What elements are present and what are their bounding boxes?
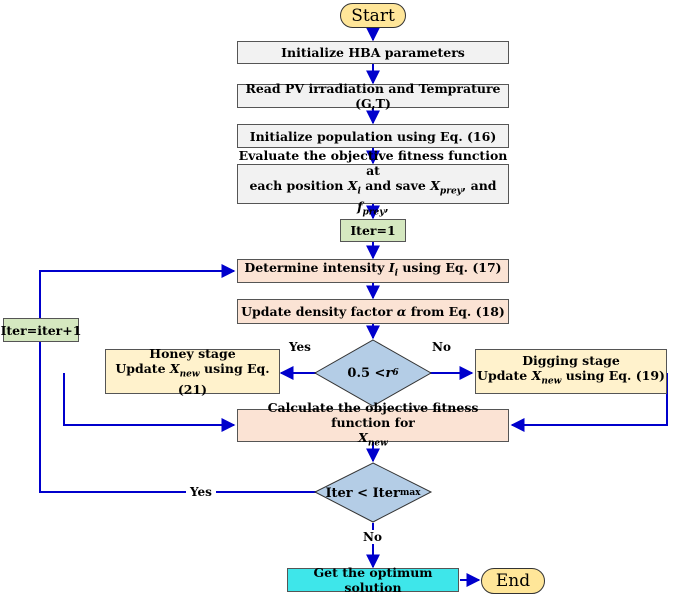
digging-stage-update: Update Xnew using Eq. (19) — [477, 368, 665, 387]
init-population-box: Initialize population using Eq. (16) — [237, 124, 509, 148]
evaluate-box: Evaluate the objective fitness function … — [237, 148, 509, 218]
honey-stage-box: Honey stage Update Xnew using Eq. (21) — [105, 345, 280, 397]
arrow-loop-back — [39, 264, 316, 493]
end-label: End — [495, 571, 531, 591]
density-label: Update density factor α from Eq. (18) — [241, 304, 505, 319]
density-box: Update density factor α from Eq. (18) — [237, 299, 509, 324]
no-label-digging: No — [428, 340, 455, 354]
start-label: Start — [351, 5, 395, 26]
arrow-honey-calc — [63, 373, 236, 432]
intensity-label: Determine intensity Ii using Eq. (17) — [244, 260, 502, 279]
init-hba-box: Initialize HBA parameters — [237, 41, 509, 64]
init-hba-label: Initialize HBA parameters — [281, 45, 465, 60]
optimum-box: Get the optimum solution — [287, 565, 459, 595]
decision-diamond-2 — [313, 462, 433, 523]
start-terminal: Start — [340, 3, 406, 28]
calculate-line1: Calculate the objective fitness function… — [267, 399, 479, 430]
honey-stage-title: Honey stage — [149, 345, 236, 361]
read-pv-label: Read PV irradiation and Temprature (G,T) — [245, 81, 501, 111]
intensity-box: Determine intensity Ii using Eq. (17) — [237, 259, 509, 283]
evaluate-line2: each position Xi and save Xprey, and fpr… — [249, 177, 497, 218]
digging-stage-title: Digging stage — [522, 353, 620, 369]
iter-init-box: Iter=1 — [340, 219, 406, 242]
digging-stage-box: Digging stage Update Xnew using Eq. (19) — [475, 349, 667, 394]
iter-increment-label: Iter=iter+1 — [0, 322, 82, 338]
honey-stage-update: Update Xnew using Eq. (21) — [115, 360, 270, 398]
evaluate-line1: Evaluate the objective fitness function … — [238, 147, 508, 178]
calculate-box: Calculate the objective fitness function… — [237, 400, 509, 448]
yes-label-loop: Yes — [186, 485, 216, 499]
init-population-label: Initialize population using Eq. (16) — [249, 128, 497, 144]
read-pv-box: Read PV irradiation and Temprature (G,T) — [237, 81, 509, 111]
decision-diamond-1 — [313, 339, 433, 407]
end-terminal: End — [481, 568, 545, 594]
iter-init-label: Iter=1 — [350, 223, 396, 238]
yes-label-honey: Yes — [285, 340, 315, 354]
optimum-label: Get the optimum solution — [313, 565, 433, 595]
arrow-digging-calc — [510, 373, 668, 432]
iter-increment-box: Iter=iter+1 — [0, 318, 82, 342]
calculate-line2: Xnew — [358, 429, 388, 449]
no-label-down: No — [359, 530, 386, 544]
